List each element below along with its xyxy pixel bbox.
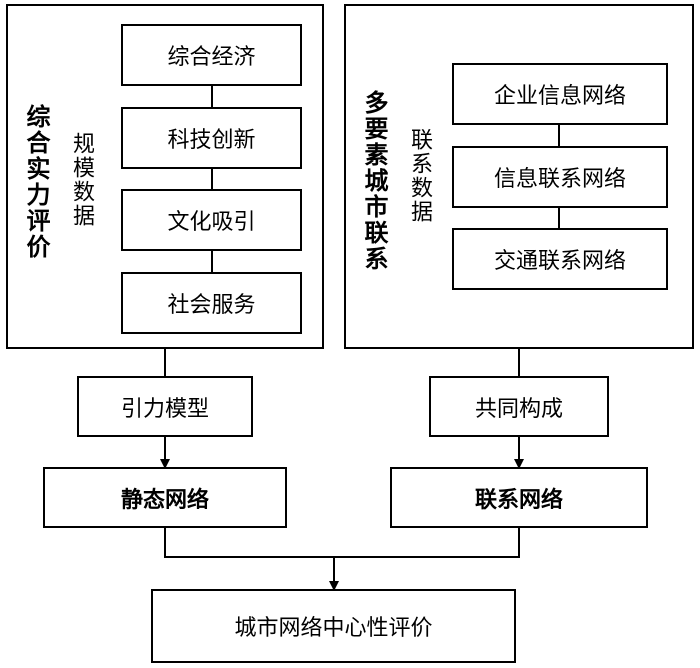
right-item-transport: 交通联系网络 [452,228,668,290]
right-panel-data-label: 联系数据 [407,128,432,224]
left-panel-title: 综合实力评价 [22,104,50,260]
right-item-label: 交通联系网络 [493,249,626,274]
left-item-innovation: 科技创新 [121,107,302,169]
right-panel: 多要素城市联系 联系数据 [344,4,694,349]
link-network-label: 联系网络 [474,487,563,513]
static-network-label: 静态网络 [120,487,209,513]
left-panel-data-label: 规模数据 [69,132,94,228]
left-method-box: 引力模型 [77,376,253,437]
static-network-box: 静态网络 [43,467,287,528]
left-item-culture: 文化吸引 [121,189,302,251]
link-network-box: 联系网络 [390,467,648,528]
right-item-label: 信息联系网络 [493,167,626,192]
left-item-service: 社会服务 [121,272,302,334]
merge-line [164,528,520,558]
left-item-economy: 综合经济 [121,24,302,86]
right-item-label: 企业信息网络 [493,84,626,109]
left-items-connector [211,86,213,274]
right-panel-title: 多要素城市联系 [360,90,388,272]
left-item-label: 文化吸引 [167,210,256,235]
right-method-box: 共同构成 [429,376,609,437]
left-item-label: 综合经济 [167,45,256,70]
right-item-enterprise: 企业信息网络 [452,63,668,125]
final-label: 城市网络中心性评价 [234,616,433,641]
left-method-label: 引力模型 [120,396,209,422]
final-box: 城市网络中心性评价 [151,589,516,663]
right-method-label: 共同构成 [474,396,563,422]
left-item-label: 科技创新 [167,128,256,153]
left-item-label: 社会服务 [167,293,256,318]
right-item-information: 信息联系网络 [452,146,668,208]
